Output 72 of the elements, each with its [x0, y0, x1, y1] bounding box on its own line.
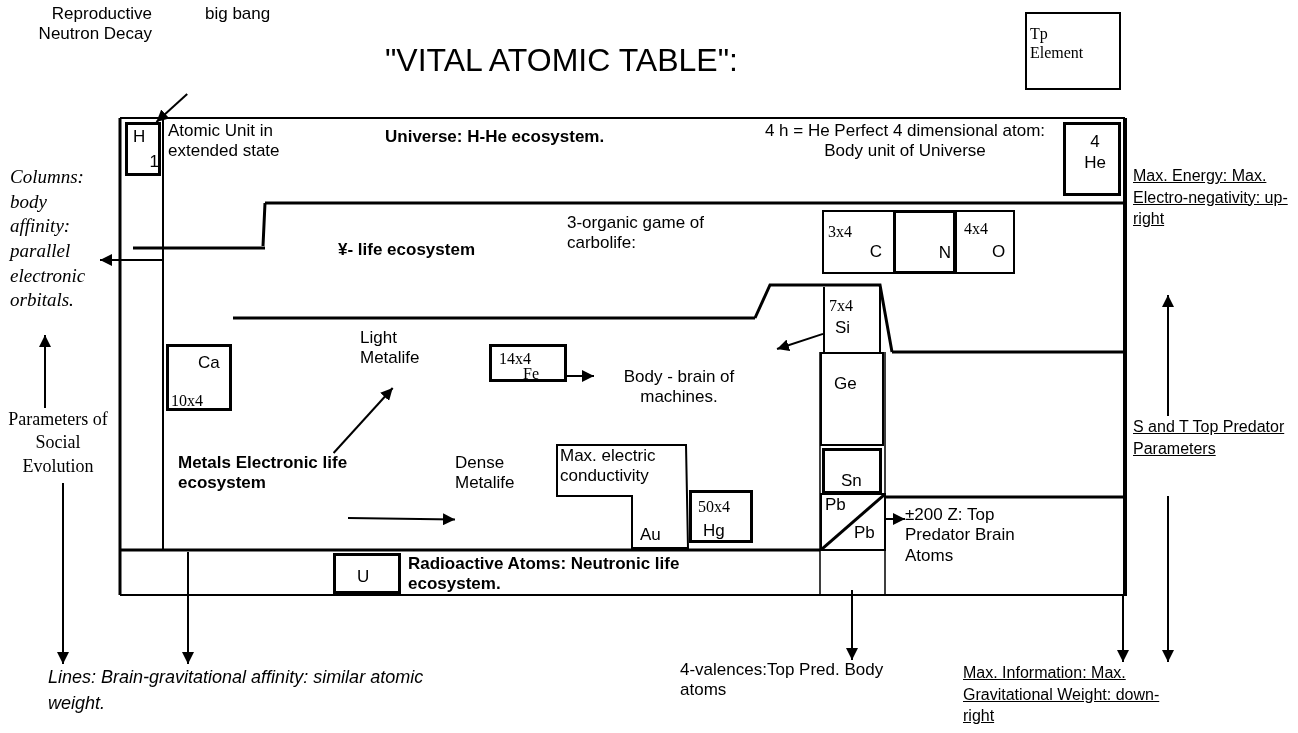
- element-box: [489, 344, 567, 382]
- region-label: Light Metalife: [360, 328, 421, 369]
- annotation-text: Reproductive Neutron Decay: [37, 4, 152, 45]
- element-symbol: Si: [835, 318, 851, 339]
- element-symbol: He: [1083, 153, 1107, 174]
- element-box: [1063, 122, 1121, 196]
- element-box: [1025, 12, 1121, 90]
- description-text: Atomic Unit in extended state: [168, 121, 281, 162]
- arrow: [39, 334, 51, 409]
- legend-text: Tp Element: [1030, 24, 1085, 63]
- annotation-text: 4-valences:Top Pred. Body atoms: [680, 660, 885, 701]
- annotation-text: S and T Top Predator Parameters: [1133, 417, 1286, 459]
- element-box: [166, 344, 232, 411]
- element-symbol: Au: [640, 525, 661, 546]
- element-symbol: U: [357, 567, 370, 588]
- element-symbol: Ca: [198, 353, 220, 374]
- element-box: [822, 448, 882, 494]
- element-symbol: Pb: [825, 495, 846, 516]
- description-text: ±200 Z: Top Predator Brain Atoms: [905, 505, 1016, 567]
- multiplier-number: 50x4: [698, 497, 730, 517]
- arrow: [57, 482, 69, 665]
- arrow: [332, 387, 394, 454]
- annotation-text: Max. Information: Max. Gravitational Weight: down-right: [963, 663, 1161, 727]
- multiplier-number: 4x4: [964, 219, 988, 239]
- description-text: Body - brain of machines.: [622, 367, 736, 408]
- ecosystem-title: Radioactive Atoms: Neutronic life ecosystem.: [408, 554, 681, 595]
- ecosystem-title: Metals Electronic life ecosystem: [178, 453, 348, 494]
- element-box: [820, 352, 884, 446]
- arrow: [566, 370, 595, 382]
- description-text: Max. electric conductivity: [560, 446, 657, 487]
- region-label: Dense Metalife: [455, 453, 516, 494]
- annotation-text: Parameters of Social Evolution: [8, 408, 108, 478]
- multiplier-number: 10x4: [171, 391, 203, 411]
- arrow: [846, 589, 858, 661]
- title: "VITAL ATOMIC TABLE":: [385, 42, 738, 79]
- description-text: 3-organic game of carbolife:: [567, 213, 706, 254]
- annotation-text: big bang: [205, 4, 271, 25]
- description-text: 4 h = He Perfect 4 dimensional atom: Body unit of Universe: [763, 121, 1047, 162]
- ecosystem-title: Universe: H-He ecosystem.: [385, 127, 605, 148]
- element-symbol: Ge: [834, 374, 857, 395]
- element-symbol: O: [992, 242, 1006, 263]
- element-symbol: Hg: [703, 521, 725, 542]
- arrow: [99, 254, 164, 266]
- arrow: [776, 332, 824, 351]
- element-box: [822, 210, 895, 274]
- arrow: [885, 513, 906, 525]
- multiplier-number: 3x4: [828, 222, 852, 242]
- arrow: [347, 513, 456, 526]
- arrow: [155, 93, 189, 123]
- annotation-text: Max. Energy: Max. Electro-negativity: up-right: [1133, 166, 1289, 230]
- element-box: [823, 287, 881, 352]
- annotation-text: Columns: body affinity: parallel electronic orbitals.: [10, 165, 87, 313]
- multiplier-number: 7x4: [829, 296, 853, 316]
- element-box: [893, 210, 956, 274]
- element-box: [820, 493, 886, 551]
- element-symbol: N: [937, 243, 951, 264]
- element-symbol: Sn: [841, 471, 862, 492]
- arrow: [1162, 495, 1174, 663]
- arrow: [182, 551, 194, 665]
- element-symbol: C: [868, 242, 882, 263]
- annotation-text: Lines: Brain-gravitational affinity: similar atomic weight.: [48, 666, 425, 716]
- element-box: [333, 553, 401, 594]
- element-symbol: H: [133, 127, 146, 148]
- element-box: [125, 122, 161, 176]
- element-box: [955, 210, 1015, 274]
- element-symbol: Pb: [854, 523, 875, 544]
- arrow: [1162, 294, 1174, 417]
- arrow: [1117, 595, 1129, 663]
- atomic-number: 1: [148, 152, 159, 173]
- element-box: [689, 490, 753, 543]
- ecosystem-title: ¥- life ecosystem: [338, 240, 475, 261]
- atomic-number: 4: [1089, 132, 1101, 153]
